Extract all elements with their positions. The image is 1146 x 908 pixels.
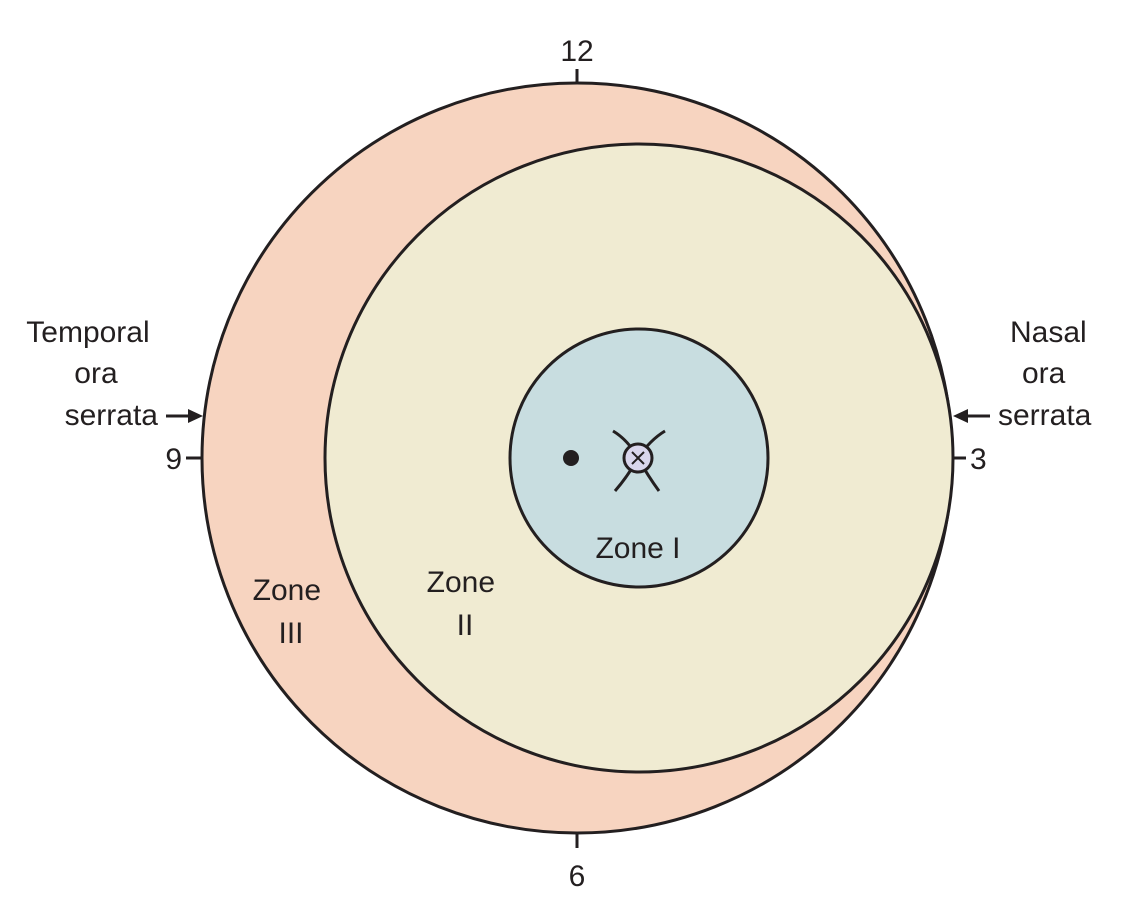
temporal-ora-serrata-label: Temporal ora serrata xyxy=(26,316,158,432)
nasal-label-line-1: Nasal xyxy=(1010,316,1087,349)
nasal-ora-serrata-label: Nasal ora serrata xyxy=(998,316,1095,432)
nasal-label-line-3: serrata xyxy=(998,399,1092,432)
optic-disc-icon xyxy=(612,429,666,492)
clock-label-3: 3 xyxy=(970,443,987,476)
clock-label-9: 9 xyxy=(165,443,182,476)
clock-label-6: 6 xyxy=(569,860,586,893)
temporal-label-line-1: Temporal xyxy=(26,316,149,349)
temporal-arrow-icon xyxy=(166,409,203,423)
macula-dot-icon xyxy=(563,450,579,466)
nasal-arrow-icon xyxy=(953,409,990,423)
zone-1-label: Zone I xyxy=(595,532,680,565)
zone-3-label-line-2: III xyxy=(278,617,303,650)
zone-2-label: Zone II xyxy=(427,566,504,642)
clock-label-12: 12 xyxy=(560,35,593,68)
temporal-label-line-3: serrata xyxy=(65,399,159,432)
nasal-label-line-2: ora xyxy=(1022,357,1066,390)
zone-2-label-line-2: II xyxy=(457,609,474,642)
zone-3-label-line-1: Zone xyxy=(253,574,321,607)
zone-3-label: Zone III xyxy=(253,574,330,650)
temporal-label-line-2: ora xyxy=(74,357,118,390)
zone-2-label-line-1: Zone xyxy=(427,566,495,599)
